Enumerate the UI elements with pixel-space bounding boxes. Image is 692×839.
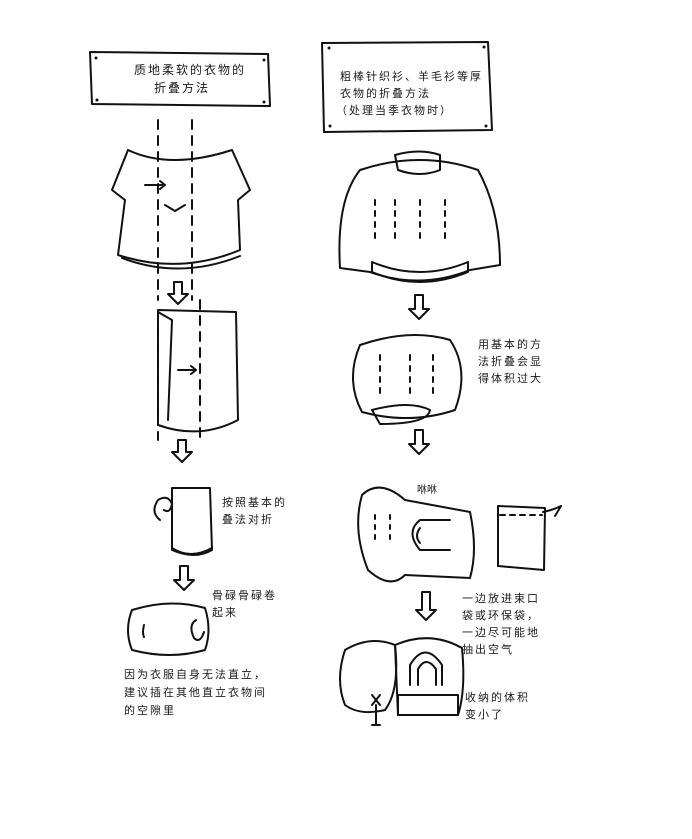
step-bag-text: 一边放进束口 袋或环保袋， 一边尽可能地 抽出空气 — [462, 592, 540, 656]
rolled-drawing — [127, 602, 210, 656]
left-title-line1: 质地柔软的衣物的 — [134, 63, 247, 77]
arrow-down-icon — [173, 565, 195, 591]
folded-blouse-drawing — [157, 309, 239, 433]
step-too-big-text: 用基本的方 法折叠会显 得体积过大 — [478, 338, 543, 385]
rolling-sweater-drawing — [357, 486, 475, 583]
blouse-drawing — [111, 149, 251, 270]
right-title-line2: 衣物的折叠方法 — [340, 87, 431, 100]
fold-guide-lines — [157, 119, 193, 301]
drawstring-bag-drawing — [497, 505, 562, 571]
half-folded-drawing — [153, 487, 213, 556]
step-fold-text: 按照基本的 叠法对折 — [222, 496, 287, 526]
left-title-line2: 折叠方法 — [154, 81, 211, 95]
left-note-text: 因为衣服自身无法直立， 建议插在其他直立衣物间 的空隙里 — [124, 668, 267, 717]
right-title-line3: （处理当季衣物时） — [336, 104, 453, 117]
folded-sweater-drawing — [351, 334, 463, 425]
left-title-frame — [89, 51, 271, 107]
sound-effect-text: 咻咻 — [417, 485, 437, 496]
stored-sweater-drawing — [339, 637, 465, 726]
arrow-down-icon — [167, 281, 189, 305]
right-title-frame — [321, 41, 493, 133]
step-result-text: 收纳的体积 变小了 — [465, 691, 530, 721]
arrow-down-icon — [415, 591, 437, 621]
arrow-down-icon — [171, 439, 193, 463]
right-title-line1: 粗棒针织衫、羊毛衫等厚 — [340, 70, 483, 83]
arrow-down-icon — [408, 294, 430, 320]
arrow-down-icon — [408, 429, 430, 455]
sweater-drawing — [338, 150, 501, 283]
step-roll-text: 骨碌骨碌卷 起来 — [212, 589, 277, 619]
